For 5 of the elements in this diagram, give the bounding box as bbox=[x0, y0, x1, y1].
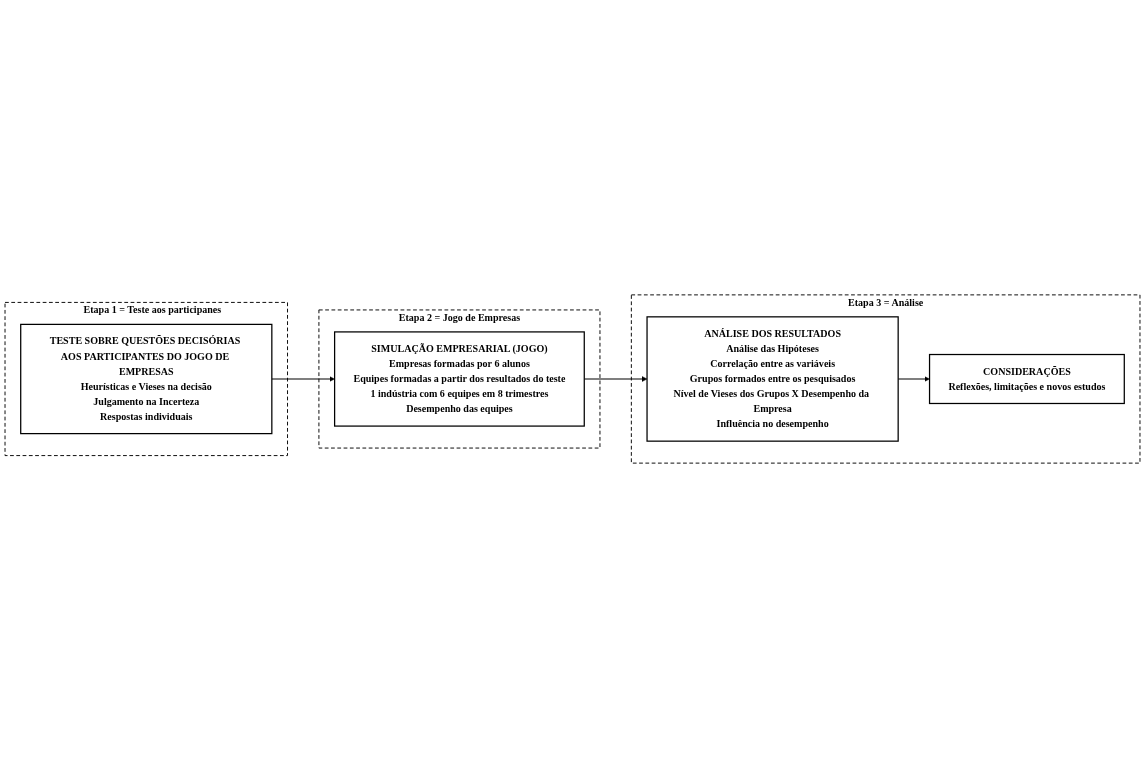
node-box: SIMULAÇÃO EMPRESARIAL (JOGO) Empresas formadas por 6 alunos Equipes formadas a partir dos resultados do teste 1 indústria com 6 equipes em 8 trimestres Desempenho das equipes bbox=[334, 331, 585, 427]
arrow bbox=[271, 376, 335, 382]
node-box: TESTE SOBRE QUESTÕES DECISÓRIAS AOS PARTICIPANTES DO JOGO DE EMPRESAS Heurísticas e Vieses na decisão Julgamento na Incerteza Respostas individuais bbox=[20, 323, 273, 435]
node-box: ANÁLISE DOS RESULTADOS Análise das Hipóteses Correlação entre as variáveis Grupos formados entre os pesquisados Nível de Vieses dos Grupos X Desempenho da Empresa Influência no desempenho bbox=[646, 316, 899, 442]
node-box: CONSIDERAÇÕES Reflexões, limitações e novos estudos bbox=[928, 353, 1125, 405]
